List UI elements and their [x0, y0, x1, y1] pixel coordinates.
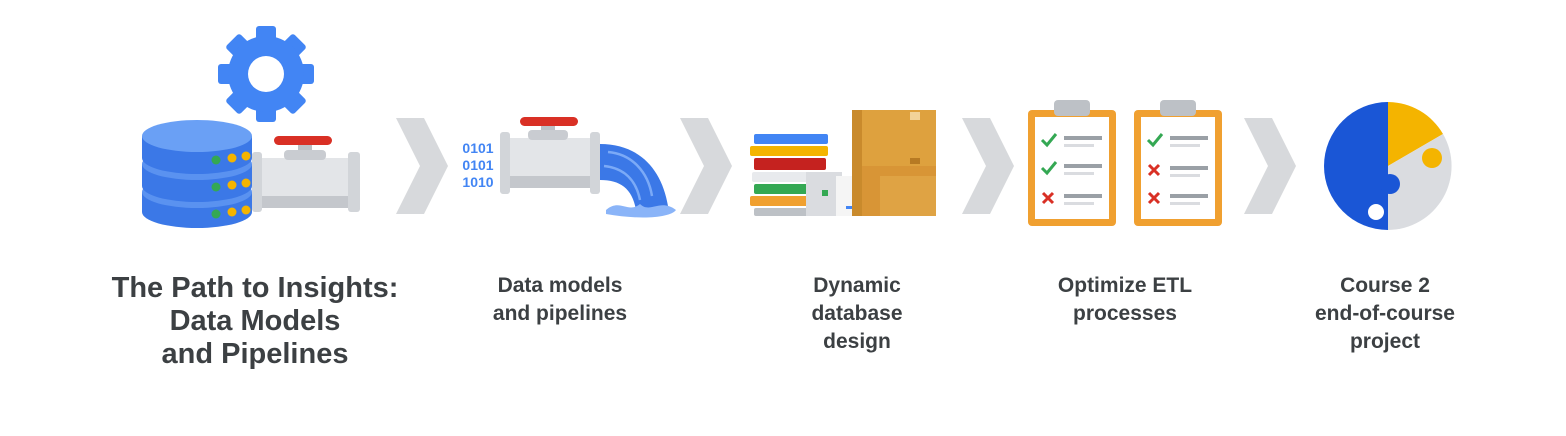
- books-boxes-icon: [750, 110, 936, 216]
- gear-icon: [218, 26, 314, 122]
- pipe-valve-icon: [252, 136, 360, 212]
- chevron-right-icon: [1244, 118, 1296, 214]
- clipboard-checklist-icon: [1134, 100, 1222, 226]
- binary-line-2: 0101: [462, 157, 493, 173]
- chevron-right-icon: [962, 118, 1014, 214]
- step-label-dynamic-database: Dynamic database design: [811, 274, 903, 353]
- clipboard-checklist-icon: [1028, 100, 1116, 226]
- step-label-path-to-insights: The Path to Insights: Data Models and Pi…: [111, 272, 399, 370]
- binary-code-icon: 0101 0101 1010: [462, 140, 493, 190]
- database-icon: [142, 120, 252, 228]
- binary-line-3: 1010: [462, 174, 493, 190]
- puzzle-circle-icon: [1324, 102, 1452, 230]
- database-status-dots: [211, 151, 251, 219]
- data-pipe-flow-icon: [500, 117, 676, 218]
- step-label-course-project: Course 2 end-of-course project: [1314, 274, 1455, 353]
- step-label-data-models: Data models and pipelines: [492, 274, 628, 325]
- chevron-right-icon: [396, 118, 448, 214]
- chevron-right-icon: [680, 118, 732, 214]
- step-label-optimize-etl: Optimize ETL processes: [1057, 274, 1193, 325]
- binary-line-1: 0101: [462, 140, 493, 156]
